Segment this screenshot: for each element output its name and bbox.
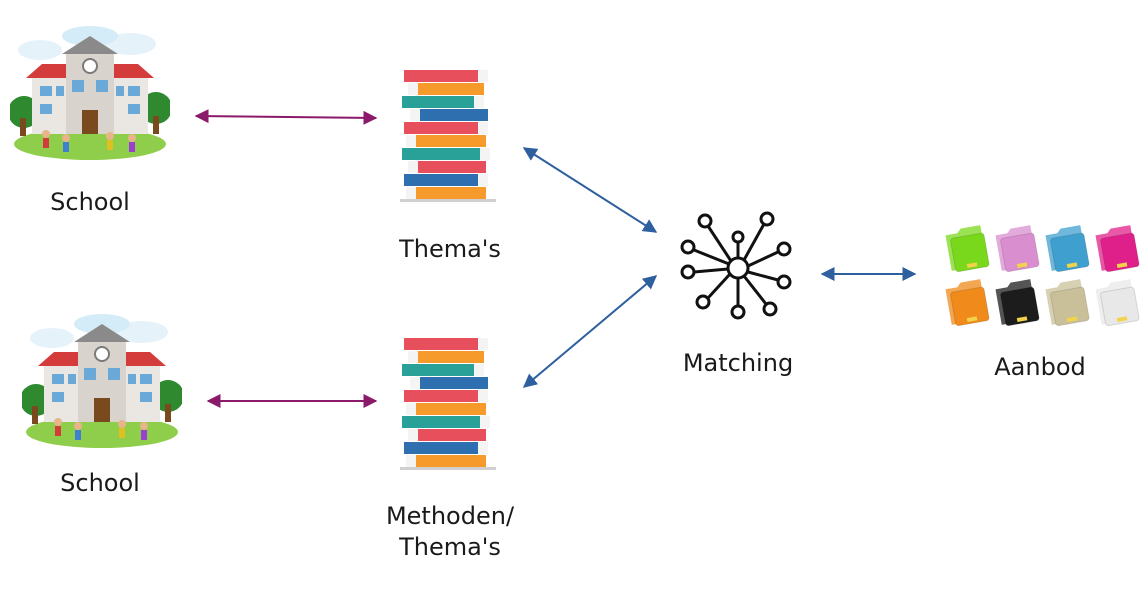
school-building-icon — [20, 314, 184, 448]
folder-icon — [945, 279, 990, 327]
school-label-bottom: School — [60, 469, 140, 497]
methoden-node — [400, 336, 496, 472]
folder-icon — [945, 225, 990, 273]
aanbod-node — [944, 224, 1140, 328]
folder-icon — [995, 225, 1040, 273]
school-node-bottom — [20, 310, 184, 450]
folder-icon — [1045, 225, 1090, 273]
methoden-label-line1: Methoden/ — [385, 502, 515, 530]
arrow-school-top-themas — [194, 109, 378, 125]
matching-node — [680, 210, 796, 326]
school-node-top — [8, 22, 172, 162]
themas-node — [400, 68, 496, 204]
folder-icon — [995, 279, 1040, 327]
folder-icon — [1095, 279, 1140, 327]
folder-icon — [1045, 279, 1090, 327]
methoden-label-line2: Thema's — [399, 533, 501, 561]
school-building-icon — [8, 26, 172, 160]
network-hub-icon — [680, 211, 792, 320]
aanbod-label: Aanbod — [994, 353, 1086, 381]
matching-label: Matching — [682, 349, 794, 377]
colored-folders-icon — [945, 225, 1140, 327]
arrow-themas-matching — [522, 147, 658, 233]
book-stack-icon — [400, 338, 496, 470]
folder-icon — [1095, 225, 1140, 273]
themas-label: Thema's — [399, 235, 501, 263]
arrow-methoden-matching — [522, 275, 658, 388]
book-stack-icon — [400, 70, 496, 202]
school-label-top: School — [50, 188, 130, 216]
